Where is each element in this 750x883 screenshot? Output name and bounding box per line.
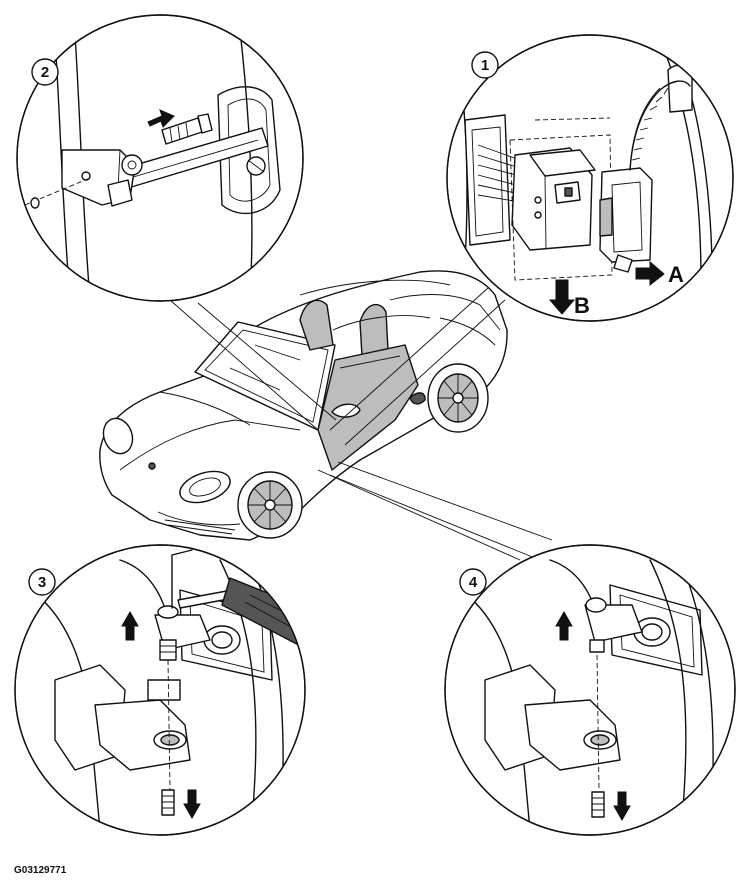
- figure-code: G03129771: [14, 865, 67, 876]
- step-number-4: 4: [469, 574, 478, 591]
- detail-circle-3: 3: [14, 544, 306, 836]
- step-number-2: 2: [41, 64, 49, 81]
- car-illustration: [99, 270, 508, 541]
- step-number-3: 3: [38, 574, 46, 591]
- detail-circle-4: 4: [444, 544, 736, 836]
- leader-lines: [169, 287, 553, 561]
- step-number-1: 1: [481, 57, 489, 74]
- detail-circle-1: 1 A B: [446, 34, 734, 322]
- callout-B: B: [574, 293, 590, 318]
- callout-A: A: [668, 262, 684, 287]
- detail-circle-2: 2: [16, 14, 304, 302]
